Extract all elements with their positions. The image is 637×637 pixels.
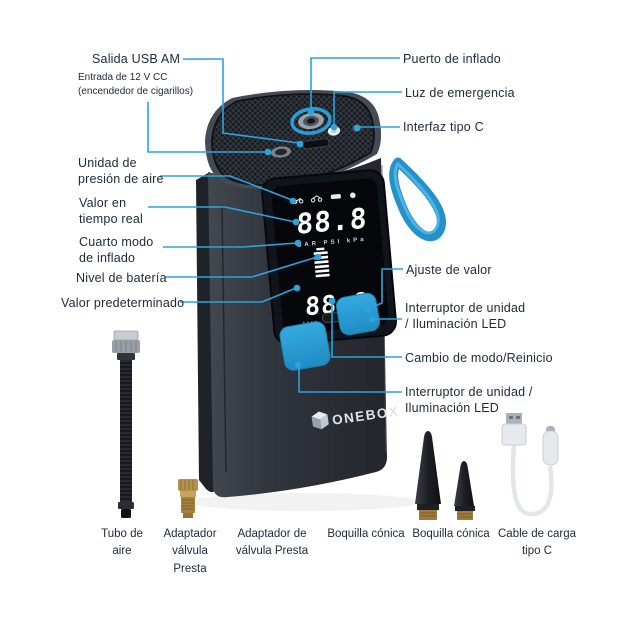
dot-salida-usb	[296, 140, 304, 148]
dot-nivel-bateria	[314, 253, 322, 261]
dot-entrada-12v	[264, 148, 272, 156]
display-top-value: 88.8	[296, 202, 368, 241]
usb-a-connector	[501, 413, 527, 446]
leader-salida-usb	[183, 58, 300, 144]
leader-lines	[147, 57, 403, 393]
dot-unidad-presion	[289, 197, 297, 205]
label-puerto-inflado: Puerto de inflado	[403, 52, 501, 66]
leader-nivel-bateria	[165, 256, 318, 278]
presta-valve-adapter	[178, 479, 198, 518]
label-valor-tiempo-real: Valor en tiempo real	[79, 196, 144, 226]
dot-valor-predeterminado	[293, 284, 301, 292]
leader-interruptor-2	[298, 367, 402, 393]
dot-ajuste-valor	[364, 305, 372, 313]
ball-icon	[349, 192, 356, 199]
air-hose	[112, 330, 140, 518]
leader-cuarto-modo	[163, 242, 298, 248]
led-switch-panel-right	[335, 292, 381, 336]
label-adaptador-de-valvula-presta: Adaptador de válvula Presta	[235, 528, 309, 558]
usb-c-charging-cable	[501, 413, 559, 517]
leader-cambio-modo	[331, 303, 402, 358]
leader-dots	[264, 108, 376, 369]
cone-nozzle-small	[454, 461, 475, 520]
leader-ajuste-valor	[369, 268, 403, 309]
label-boquilla-conica-2: Boquilla cónica	[412, 528, 490, 540]
label-cuarto-modo: Cuarto modo de inflado	[79, 235, 154, 265]
label-ajuste-valor: Ajuste de valor	[406, 263, 492, 277]
leader-puerto-inflado	[310, 57, 400, 110]
motorcycle-icon	[310, 195, 323, 203]
dot-puerto-inflado	[307, 108, 315, 116]
dot-interfaz-tipo-c	[353, 124, 361, 132]
label-interfaz-tipo-c: Interfaz tipo C	[403, 120, 484, 134]
label-interruptor-unidad-2: Interruptor de unidad / Iluminación LED	[405, 385, 533, 415]
label-interruptor-unidad-1: Interruptor de unidad / Iluminación LED	[405, 301, 526, 331]
leader-luz-emergencia	[333, 91, 402, 124]
leader-valor-predeterminado	[180, 287, 297, 303]
device-shadow	[190, 493, 420, 511]
led-switch-panel-left	[279, 321, 331, 371]
label-salida-usb: Salida USB AM	[92, 52, 181, 66]
front-panel-seam	[221, 204, 227, 473]
leader-entrada-12v	[147, 102, 266, 153]
cable-wire	[510, 444, 554, 517]
label-valor-predeterminado: Valor predeterminado	[61, 296, 185, 310]
label-adaptador-valvula-presta: Adaptador válvula Presta	[163, 528, 217, 575]
label-nivel-bateria: Nivel de batería	[76, 271, 167, 285]
inflation-port	[290, 107, 332, 135]
label-tubo-aire: Tubo de aire	[101, 528, 143, 558]
car-icon	[330, 193, 341, 200]
label-unidad-presion: Unidad de presión de aire	[78, 156, 164, 186]
usb-c-connector	[542, 426, 559, 466]
dot-cuarto-modo	[294, 239, 302, 247]
cube-icon	[311, 411, 329, 430]
label-entrada-12v: Entrada de 12 V CC (encendedor de cigari…	[78, 72, 194, 98]
cone-nozzle-large	[415, 431, 441, 520]
label-luz-emergencia: Luz de emergencia	[405, 86, 515, 100]
lanyard-strap	[389, 157, 446, 242]
dc-input-port	[271, 146, 291, 158]
label-cable-carga: Cable de carga tipo C	[498, 528, 576, 558]
dot-interruptor-2	[294, 361, 302, 369]
leader-unidad-presion	[160, 175, 293, 201]
dot-interruptor-1	[368, 315, 376, 323]
dot-valor-tiempo-real	[292, 218, 300, 226]
usb-a-port	[302, 138, 330, 150]
dot-cambio-modo	[328, 297, 336, 305]
label-boquilla-conica-1: Boquilla cónica	[327, 528, 405, 540]
leader-valor-tiempo-real	[148, 206, 296, 223]
dot-luz-emergencia	[330, 123, 338, 131]
label-cambio-modo: Cambio de modo/Reinicio	[405, 351, 553, 365]
